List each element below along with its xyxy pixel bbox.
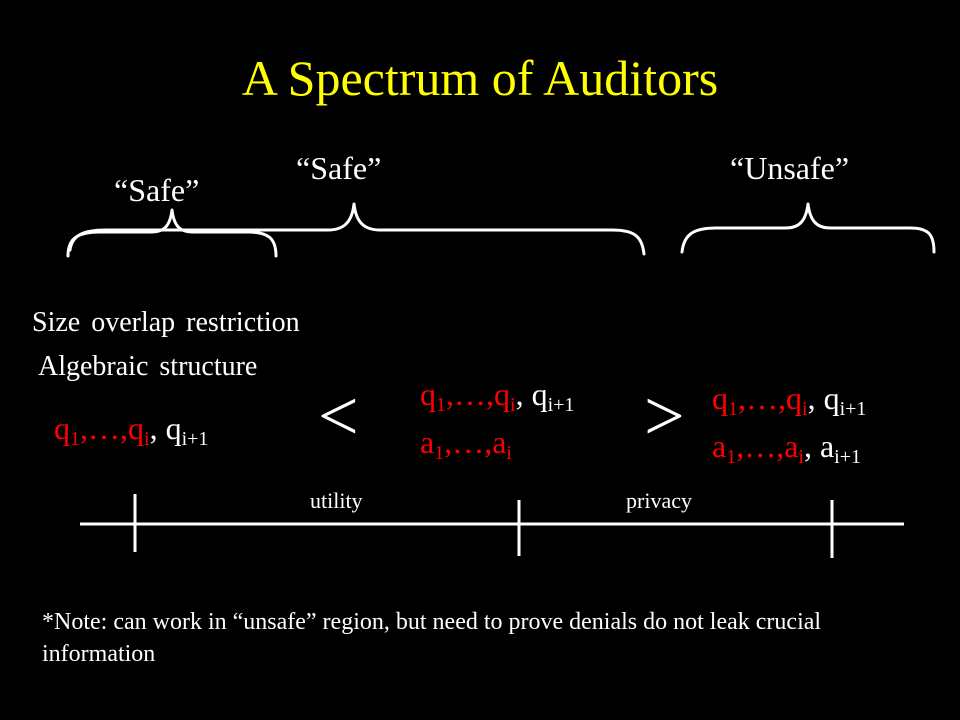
axis-label-privacy: privacy (626, 488, 692, 513)
greater-than-symbol: > (644, 376, 685, 456)
answer-sequence-middle: a1,…,ai (420, 424, 512, 464)
less-than-symbol: < (318, 376, 359, 456)
brace-right (680, 202, 936, 254)
label-safe-left: “Safe” (114, 172, 200, 208)
slide-title: A Spectrum of Auditors (241, 50, 719, 106)
brace-middle (68, 202, 646, 256)
query-sequence-left: q1,…,qi, qi+1 (54, 410, 209, 450)
method-size-overlap: Size overlap restriction (32, 307, 300, 338)
label-safe-middle: “Safe” (296, 150, 382, 186)
query-sequence-right: q1,…,qi, qi+1 (712, 380, 867, 420)
brace-left (66, 208, 278, 258)
footnote: *Note: can work in “unsafe” region, but … (42, 609, 822, 667)
axis-label-utility: utility (310, 488, 363, 513)
method-algebraic: Algebraic structure (38, 351, 258, 382)
label-unsafe-right: “Unsafe” (730, 150, 850, 186)
query-sequence-middle: q1,…,qi, qi+1 (420, 376, 575, 416)
answer-sequence-right: a1,…,ai, ai+1 (712, 428, 862, 468)
